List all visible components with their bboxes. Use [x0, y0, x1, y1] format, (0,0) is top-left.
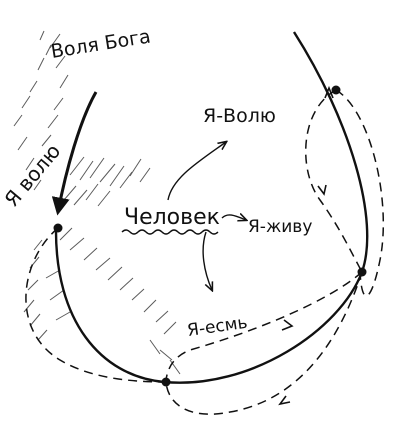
node-left — [53, 223, 63, 233]
chelovek-arrows — [167, 142, 246, 290]
node-right — [357, 267, 367, 277]
arrowhead-down-left — [317, 184, 327, 196]
arrow-to-ya-zhivu — [221, 215, 246, 220]
chelovek-wavy-underline — [121, 229, 219, 235]
arrowhead-bottom-left — [278, 395, 291, 406]
label-ya-esm: Я-есмь — [186, 313, 249, 341]
node-top-right — [331, 85, 341, 95]
dashed-loops — [25, 89, 384, 415]
label-ya-zhivu: Я-живу — [248, 217, 312, 237]
label-volya-boga: Воля Бога — [49, 25, 152, 62]
arrowhead-mid-right — [281, 319, 294, 331]
label-chelovek: Человек — [124, 205, 220, 230]
nodes — [53, 85, 367, 387]
arrowhead-top-loop — [324, 85, 334, 99]
node-bottom — [161, 377, 171, 387]
label-ya-volyu-rotated: Я волю — [0, 139, 65, 211]
main-circle-arc — [54, 31, 369, 384]
hatched-shading — [13, 30, 181, 375]
arrow-to-ya-volyu — [167, 142, 226, 201]
dashed-arrowheads — [278, 85, 334, 406]
label-ya-volyu-upper: Я-Волю — [203, 105, 276, 127]
arrow-to-ya-esm — [202, 231, 212, 290]
will-descent-arrow — [51, 91, 98, 216]
